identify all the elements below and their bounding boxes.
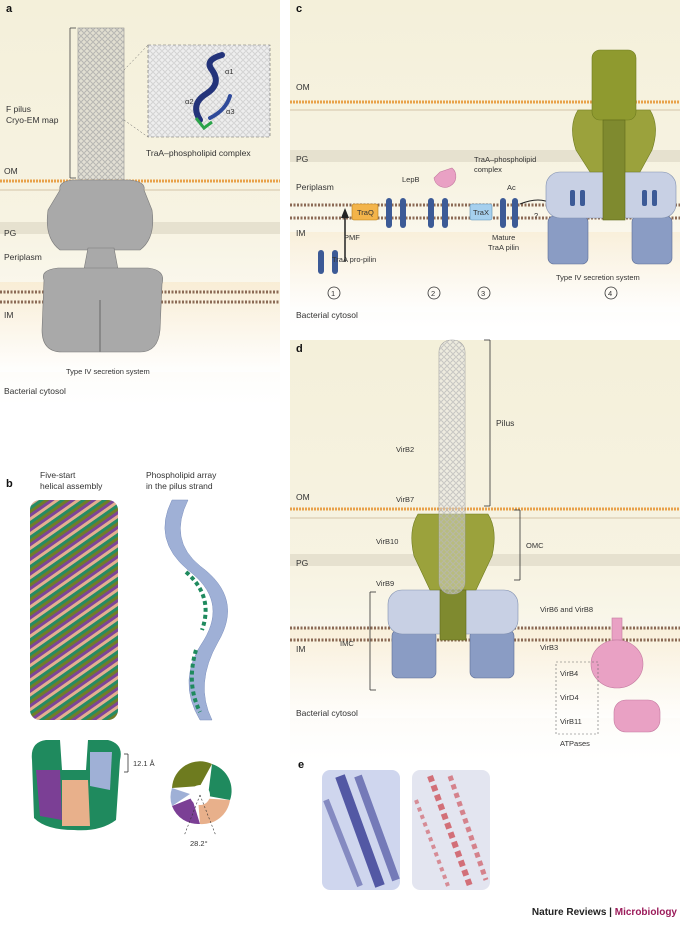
lepb-label: LepB [402, 175, 420, 184]
step-4: 4 [608, 289, 612, 298]
rise-label: 12.1 Å [133, 759, 155, 768]
panel-c-om-label: OM [296, 82, 310, 92]
five-start-helical-assembly [30, 500, 118, 720]
traq-label: TraQ [357, 208, 374, 217]
journal-brand: Microbiology [615, 907, 677, 918]
pro-pilin-label: TraA pro-pilin [332, 255, 376, 264]
panel-d-cytosol-label: Bacterial cytosol [296, 708, 358, 718]
omc-label: OMC [526, 541, 544, 550]
assembly-side-view [32, 740, 121, 830]
virb3-label: VirB3 [540, 643, 558, 652]
panel-a-om-label: OM [4, 166, 18, 176]
virb6-8-label: VirB6 and VirB8 [540, 605, 593, 614]
step-1: 1 [331, 289, 335, 298]
virb10-label: VirB10 [376, 537, 398, 546]
imc-label: IMC [340, 639, 354, 648]
panel-a-letter: a [6, 3, 13, 15]
panel-e-letter: e [298, 759, 304, 771]
rise-bracket [124, 754, 128, 772]
question-label: ? [534, 211, 538, 220]
ac-label: Ac [507, 183, 516, 192]
map-label-1: F pilus [6, 104, 31, 114]
panel-d: d OM PG IM Bacterial cytosol Pilus [290, 340, 680, 760]
panel-d-im-label: IM [296, 644, 305, 654]
mature-label-2: TraA pilin [488, 243, 519, 252]
panel-c-cytosol-shade [290, 232, 680, 312]
panel-c: c OM PG Periplasm IM Bacterial cytosol P… [290, 0, 680, 328]
panel-a-im-label: IM [4, 310, 13, 320]
mature-label-1: Mature [492, 233, 515, 242]
pmf-label: PMF [344, 233, 360, 242]
angle-label: 28.2° [190, 839, 208, 848]
inset-label: TraA–phospholipid complex [146, 148, 251, 158]
right-title-2: in the pilus strand [146, 481, 213, 491]
panel-a-system-label: Type IV secretion system [66, 367, 150, 376]
complex-label-1: TraA–phospholipid [474, 155, 536, 164]
complex-label-2: complex [474, 165, 502, 174]
panel-c-im-label: IM [296, 228, 305, 238]
virb4-label: VirB4 [560, 669, 578, 678]
panel-a-periplasm-label: Periplasm [4, 252, 42, 262]
helix-label-3: α3 [226, 107, 235, 116]
panel-c-cytosol-label: Bacterial cytosol [296, 310, 358, 320]
panel-d-pg-label: PG [296, 558, 308, 568]
phospholipid-array [165, 500, 228, 720]
panel-d-letter: d [296, 343, 303, 355]
panel-c-periplasm-label: Periplasm [296, 182, 334, 192]
panel-d-om-label: OM [296, 492, 310, 502]
step-3: 3 [481, 289, 485, 298]
panel-a-pg-label: PG [4, 228, 16, 238]
map-label-2: Cryo-EM map [6, 115, 59, 125]
journal-separator: | [609, 907, 612, 918]
left-title-2: helical assembly [40, 481, 103, 491]
f-pilus-map [70, 28, 124, 188]
right-title-1: Phospholipid array [146, 470, 217, 480]
virb11-label: VirB11 [560, 717, 582, 726]
helix-label-2: α2 [185, 97, 194, 106]
trax-label: TraX [473, 208, 489, 217]
virb2-label: VirB2 [396, 445, 414, 454]
helix-label-1: α1 [225, 67, 234, 76]
panel-b-letter: b [6, 478, 13, 490]
electrostatic-surface-right [412, 770, 490, 890]
panel-c-system-label: Type IV secretion system [556, 273, 640, 282]
panel-a: a F pilus Cryo-EM map Type IV secretion … [0, 0, 280, 405]
panel-a-cytosol-label: Bacterial cytosol [4, 386, 66, 396]
virb7-label: VirB7 [396, 495, 414, 504]
virb9-label: VirB9 [376, 579, 394, 588]
panel-b: b Five-start helical assembly Phospholip… [6, 470, 232, 848]
virb11-shape [614, 700, 660, 732]
panel-c-letter: c [296, 3, 302, 15]
electrostatic-surface-left [322, 770, 400, 890]
journal-name: Nature Reviews [532, 907, 606, 918]
journal-footer: Nature Reviews | Microbiology [532, 907, 677, 918]
panel-e: e [298, 759, 490, 890]
virD4-label: VirD4 [560, 693, 579, 702]
panel-c-pg-label: PG [296, 154, 308, 164]
assembly-top-view [171, 761, 232, 836]
atpases-label: ATPases [560, 739, 590, 748]
left-title-1: Five-start [40, 470, 76, 480]
pilus-label: Pilus [496, 418, 514, 428]
step-2: 2 [431, 289, 435, 298]
